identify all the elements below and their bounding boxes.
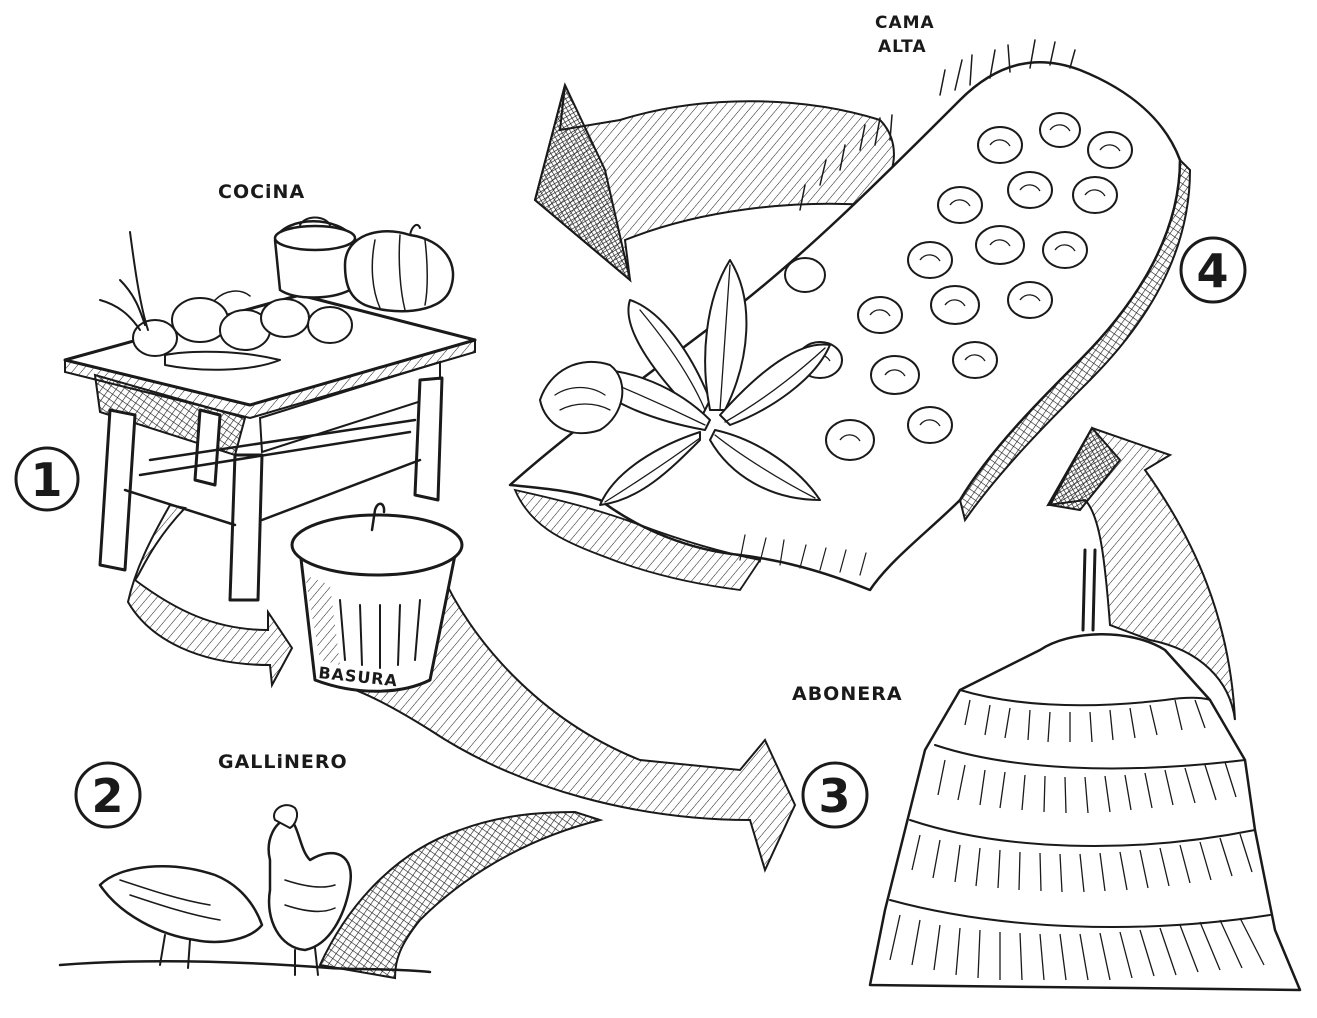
step-3-badge: 3 (803, 763, 867, 827)
label-cocina: COCiNA (218, 181, 305, 203)
label-cama-alta-line1: CAMA (875, 13, 935, 33)
arrow-icon (128, 505, 292, 685)
arrow-table-to-trash (128, 505, 292, 685)
step-1-badge: 1 (16, 448, 78, 510)
step-1-number: 1 (30, 453, 63, 507)
step-2-number: 2 (91, 769, 124, 823)
arrow-chickens-to-compost (320, 812, 600, 978)
compost-pile-icon (870, 550, 1300, 990)
label-gallinero: GALLiNERO (218, 751, 348, 773)
step-2-badge: 2 (76, 763, 140, 827)
step-4-number: 4 (1196, 244, 1229, 298)
step-4-badge: 4 (1181, 238, 1245, 302)
label-abonera: ABONERA (792, 683, 903, 705)
step-3-number: 3 (818, 769, 851, 823)
arrow-icon (320, 812, 600, 978)
label-cama-alta-line2: ALTA (878, 37, 927, 57)
